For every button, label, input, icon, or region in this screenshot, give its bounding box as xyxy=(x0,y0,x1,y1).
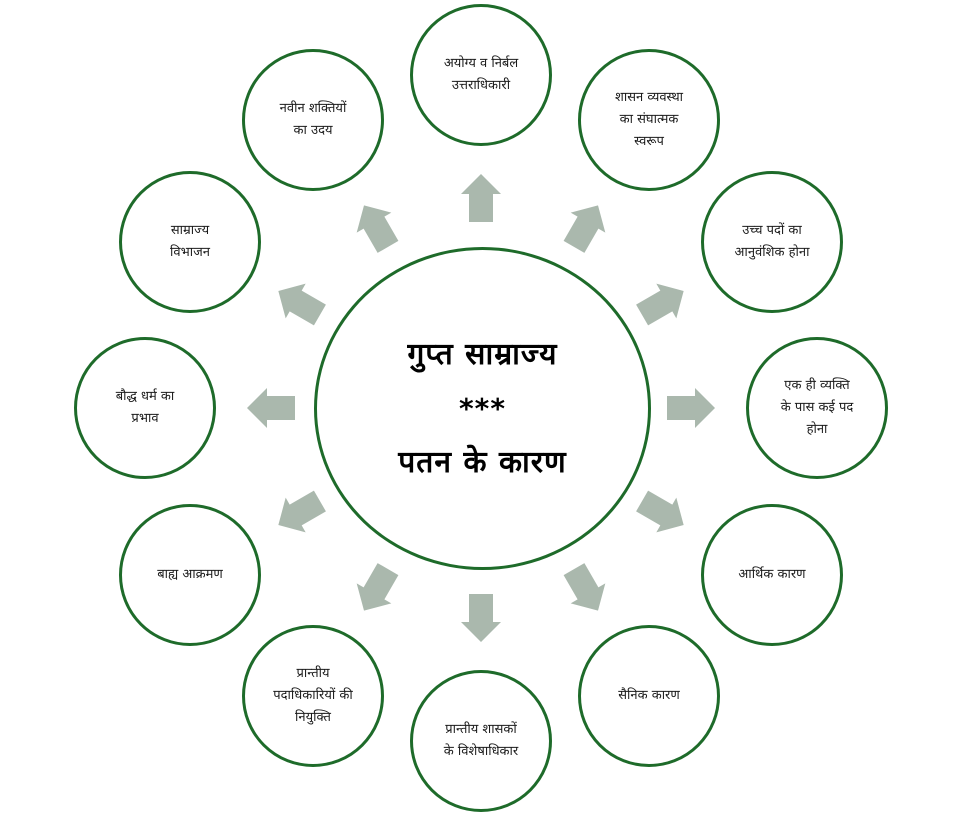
cause-label: साम्राज्य विभाजन xyxy=(170,222,210,260)
arrow-icon xyxy=(247,388,295,428)
cause-node-multiple-posts: एक ही व्यक्ति के पास कई पद होना xyxy=(746,337,888,479)
arrow-icon xyxy=(278,490,326,533)
cause-node-buddhism-influence: बौद्ध धर्म का प्रभाव xyxy=(74,337,216,479)
center-separator: *** xyxy=(459,391,506,425)
cause-node-military: सैनिक कारण xyxy=(578,625,720,768)
cause-label: बौद्ध धर्म का प्रभाव xyxy=(115,389,175,426)
arrow-icon xyxy=(563,205,606,253)
arrow-icon xyxy=(356,205,399,253)
arrow-icon xyxy=(563,563,606,611)
cause-label: प्रान्तीय पदाधिकारियों की नियुक्ति xyxy=(273,666,353,726)
cause-node-weak-successors: अयोग्य व निर्बल उत्तराधिकारी xyxy=(410,4,552,146)
cause-node-external-invasion: बाह्य आक्रमण xyxy=(119,503,261,646)
cause-label: आर्थिक कारण xyxy=(738,566,806,582)
cause-node-provincial-appointments: प्रान्तीय पदाधिकारियों की नियुक्ति xyxy=(242,625,384,768)
cause-label: उच्च पदों का आनुवंशिक होना xyxy=(734,222,810,260)
arrow-icon xyxy=(461,594,501,642)
cause-label: बाह्य आक्रमण xyxy=(157,566,223,582)
center-title: गुप्त साम्राज्य xyxy=(407,336,558,372)
arrow-icon xyxy=(278,283,326,326)
cause-node-new-powers: नवीन शक्तियों का उदय xyxy=(242,48,384,191)
cause-node-federal-administration: शासन व्यवस्था का संघात्मक स्वरूप xyxy=(578,48,720,191)
center-subtitle: पतन के कारण xyxy=(398,444,567,480)
arrow-icon xyxy=(356,563,399,611)
cause-label: सैनिक कारण xyxy=(618,688,680,704)
cause-label: अयोग्य व निर्बल उत्तराधिकारी xyxy=(443,56,519,93)
arrow-icon xyxy=(461,174,501,222)
cause-label: नवीन शक्तियों का उदय xyxy=(279,100,347,138)
arrow-icon xyxy=(636,283,684,326)
arrow-icon xyxy=(667,388,715,428)
cause-node-empire-division: साम्राज्य विभाजन xyxy=(119,170,261,313)
cause-label: शासन व्यवस्था का संघात्मक स्वरूप xyxy=(614,89,684,149)
center-circle: गुप्त साम्राज्य *** पतन के कारण xyxy=(314,247,651,570)
cause-label: एक ही व्यक्ति के पास कई पद होना xyxy=(780,378,854,437)
cause-node-provincial-privileges: प्रान्तीय शासकों के विशेषाधिकार xyxy=(410,670,552,812)
arrow-icon xyxy=(636,490,684,533)
cause-label: प्रान्तीय शासकों के विशेषाधिकार xyxy=(443,722,519,759)
cause-node-hereditary-posts: उच्च पदों का आनुवंशिक होना xyxy=(700,170,843,313)
cause-node-economic: आर्थिक कारण xyxy=(700,503,843,646)
